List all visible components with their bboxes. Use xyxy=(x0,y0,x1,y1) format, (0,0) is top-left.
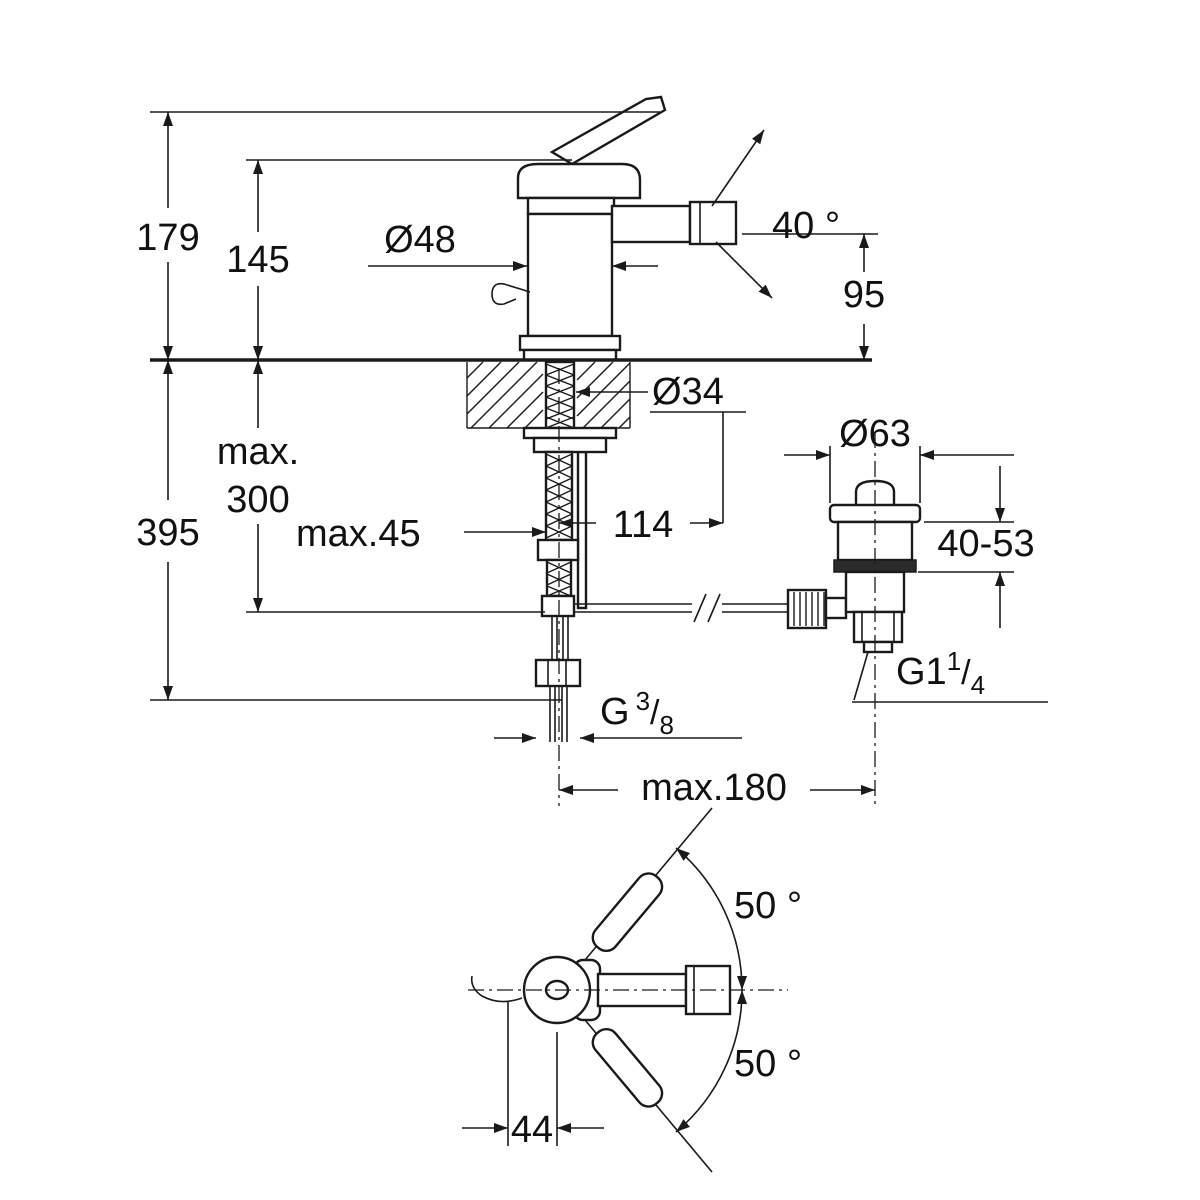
hatch-lines xyxy=(466,361,631,429)
dim-shank-diameter-label: Ø34 xyxy=(652,371,724,413)
hose-union xyxy=(536,538,580,562)
dim-depth-max-word-label: max. xyxy=(217,431,299,473)
lever-handle xyxy=(549,95,667,166)
dim-handle-offset-label: 44 xyxy=(511,1109,553,1151)
center-lines xyxy=(468,368,876,991)
lever-position-lower xyxy=(591,1027,664,1108)
knob-neck xyxy=(824,596,848,620)
dimension-labels: 179 145 Ø48 40 ° 95 Ø34 max. 300 395 max… xyxy=(136,205,1034,1151)
break-mark xyxy=(693,593,707,623)
faucet-body xyxy=(526,212,614,338)
swing-angle-upper-label: 50 ° xyxy=(734,885,802,927)
dim-depth-max-value-label: 300 xyxy=(226,479,289,521)
rod-clamp xyxy=(540,594,576,618)
waste-thread-label: G11/4 xyxy=(896,646,985,700)
hose-nut-g38 xyxy=(534,658,582,688)
dim-overall-depth-label: 395 xyxy=(136,512,199,554)
dim-waste-diameter-label: Ø63 xyxy=(839,413,911,455)
angle-arc-lower xyxy=(675,989,748,1133)
lever-position-upper xyxy=(591,872,664,953)
threaded-shank xyxy=(544,360,576,430)
dim-axis-distance-label: 114 xyxy=(613,504,674,546)
mounting-deck-section xyxy=(150,358,872,430)
waste-valve xyxy=(828,479,922,654)
spray-angle-label: 40 ° xyxy=(772,205,840,247)
mounting-nut xyxy=(532,436,608,454)
dim-spout-height-label: 95 xyxy=(843,274,885,316)
dim-clamp-range-label: 40-53 xyxy=(937,523,1034,565)
pop-up-rod xyxy=(576,450,588,610)
waste-outlet-stub xyxy=(862,640,894,654)
dim-max-reach-label: max.180 xyxy=(641,767,787,809)
washer xyxy=(522,426,618,440)
dim-body-diameter-label: Ø48 xyxy=(384,219,456,261)
pop-up-knob xyxy=(491,282,531,306)
pop-up-knob-top xyxy=(470,975,523,1003)
dim-cap-height-label: 145 xyxy=(226,239,289,281)
pop-up-linkage xyxy=(574,588,848,630)
swing-angle-lower-label: 50 ° xyxy=(734,1043,802,1085)
dimension-lines xyxy=(163,112,1014,1133)
dim-hole-depth-label: max.45 xyxy=(296,513,421,555)
dim-total-height-label: 179 xyxy=(136,217,199,259)
aerator xyxy=(688,200,738,246)
handle-cap xyxy=(516,162,642,200)
spout xyxy=(610,204,692,244)
angle-arc-upper xyxy=(675,847,748,991)
body-neck xyxy=(526,196,616,216)
extension-lines xyxy=(150,111,1048,1146)
faucet-side-view xyxy=(491,95,738,362)
base-flare xyxy=(518,334,622,352)
break-mark xyxy=(707,593,721,623)
